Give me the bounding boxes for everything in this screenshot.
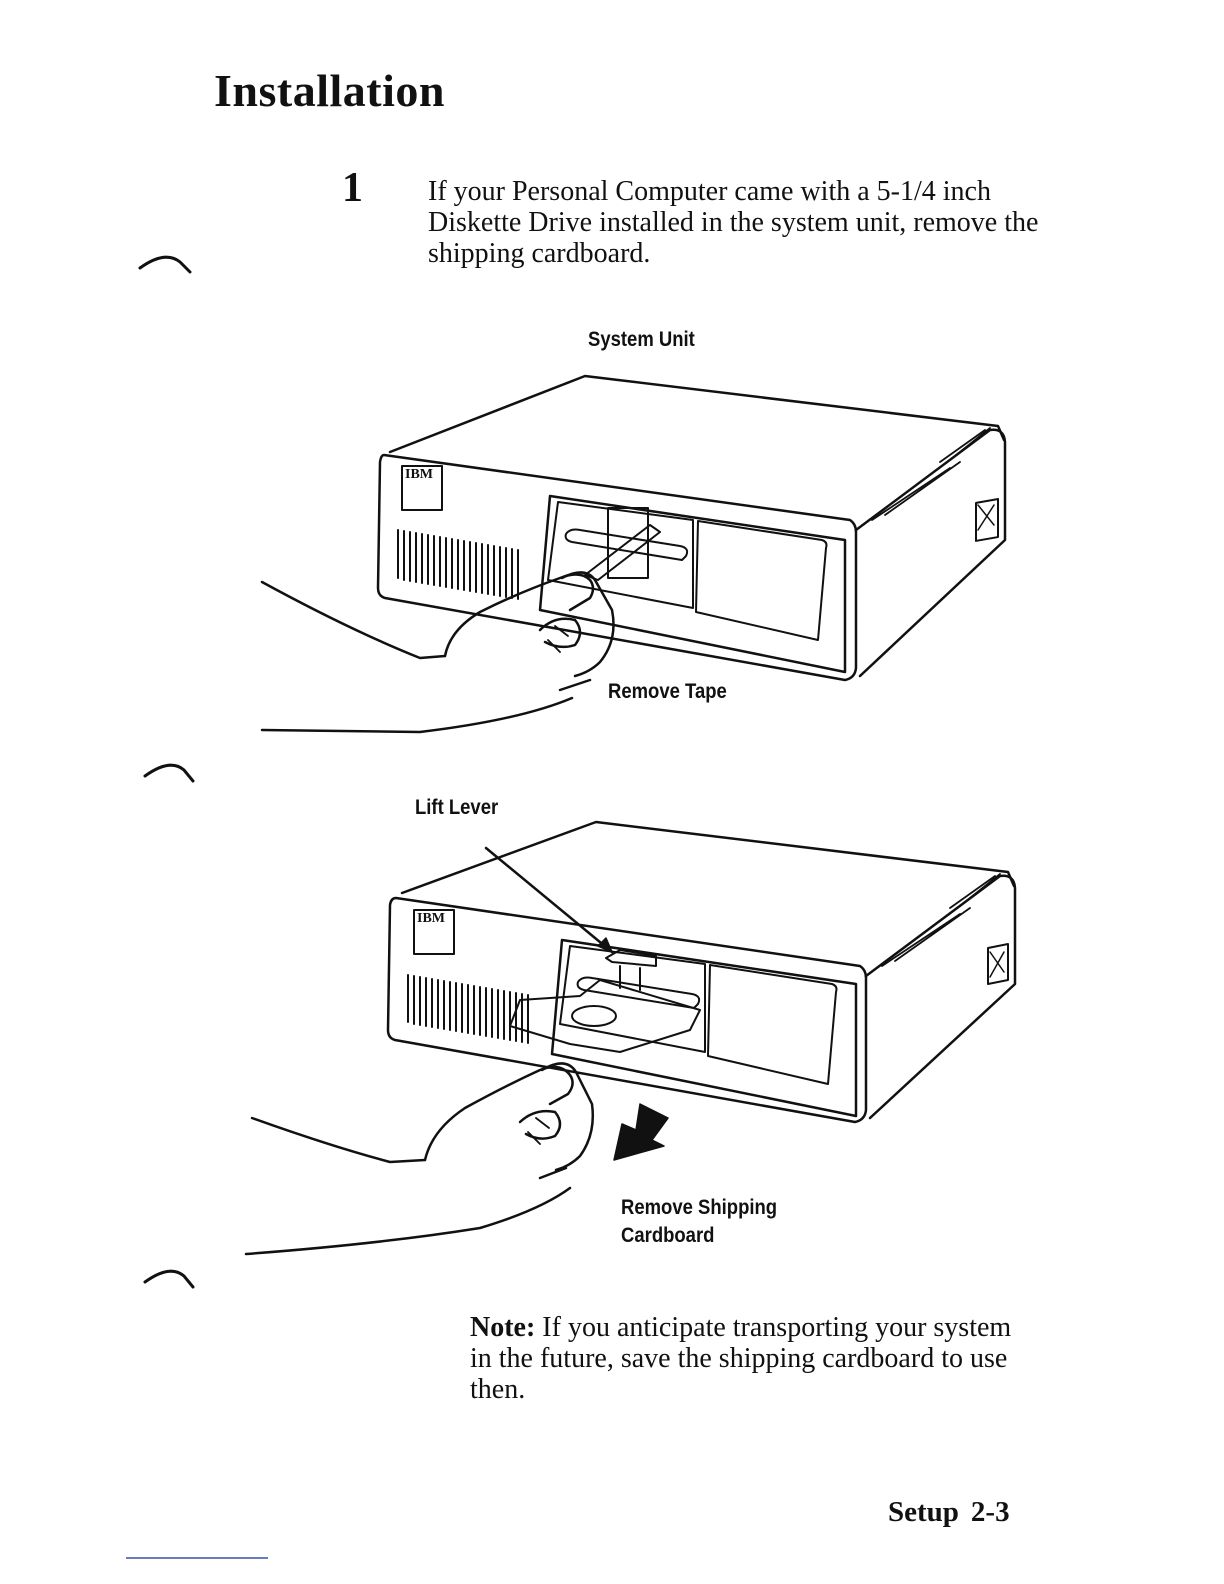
- label-system-unit: System Unit: [588, 328, 695, 351]
- vent-slots-1: [397, 529, 519, 600]
- ibm-logo-2: IBM: [417, 911, 445, 926]
- system-unit-figure-1: [260, 374, 1007, 734]
- note-paragraph: Note: If you anticipate transporting you…: [470, 1312, 1030, 1405]
- step-instruction: If your Personal Computer came with a 5-…: [428, 176, 1039, 269]
- system-unit-figure-2: [244, 820, 1017, 1256]
- footer-section: Setup: [888, 1496, 959, 1528]
- label-lift-lever: Lift Lever: [415, 796, 499, 819]
- margin-mark-1: [138, 255, 192, 274]
- note-lead: Note:: [470, 1312, 536, 1343]
- vent-slots-2: [407, 974, 529, 1044]
- label-remove-tape: Remove Tape: [608, 680, 727, 703]
- step-number: 1: [342, 165, 363, 211]
- footer-page-number: 2-3: [970, 1496, 1010, 1528]
- label-cardboard: Cardboard: [621, 1224, 715, 1247]
- margin-mark-2: [143, 763, 195, 783]
- page-title: Installation: [214, 65, 445, 116]
- margin-mark-3: [143, 1269, 195, 1289]
- ibm-logo-1: IBM: [405, 467, 433, 482]
- label-remove-shipping: Remove Shipping: [621, 1196, 778, 1219]
- page-footer: Setup 2-3: [888, 1496, 1010, 1529]
- bottom-rule: [126, 1557, 268, 1559]
- note-text: If you anticipate transporting your syst…: [470, 1312, 1012, 1405]
